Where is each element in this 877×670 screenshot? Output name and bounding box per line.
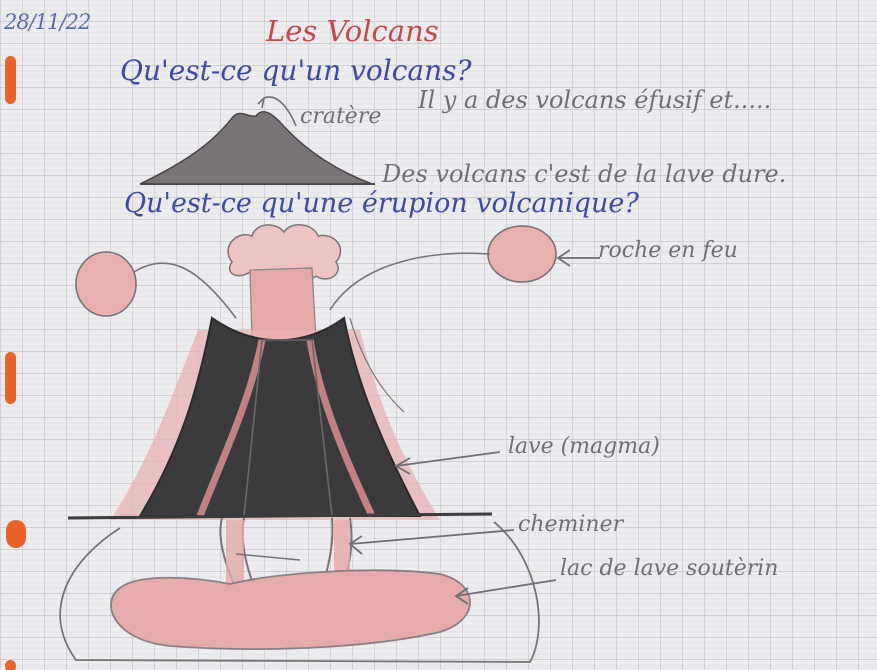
fire-rock xyxy=(488,226,556,282)
arrow-lac xyxy=(456,580,556,604)
label-cratere: cratère xyxy=(300,104,381,129)
arrow-roche xyxy=(558,250,600,266)
page-title: Les Volcans xyxy=(266,14,439,48)
label-roche-en-feu: roche en feu xyxy=(598,238,738,263)
lava-column xyxy=(250,268,316,340)
note-volcan-types: Il y a des volcans éfusif et..... xyxy=(418,86,771,114)
label-cheminee: cheminer xyxy=(518,512,623,537)
label-lave: lave (magma) xyxy=(508,434,660,459)
chimney-lava xyxy=(226,520,244,584)
label-lac-de-lave: lac de lave soutèrin xyxy=(560,556,778,581)
rock-trajectory xyxy=(330,253,490,310)
underground-chimney xyxy=(243,518,254,586)
date-text: 28/11/22 xyxy=(4,10,90,34)
arrow-cheminee xyxy=(350,530,514,554)
question-1: Qu'est-ce qu'un volcans? xyxy=(120,54,472,87)
lava-lake xyxy=(111,570,470,649)
question-2: Qu'est-ce qu'une érupion volcanique? xyxy=(124,188,639,219)
fire-rock xyxy=(76,252,136,316)
note-lave-dure: Des volcans c'est de la lave dure. xyxy=(382,160,786,188)
rock-trajectory xyxy=(134,263,236,318)
